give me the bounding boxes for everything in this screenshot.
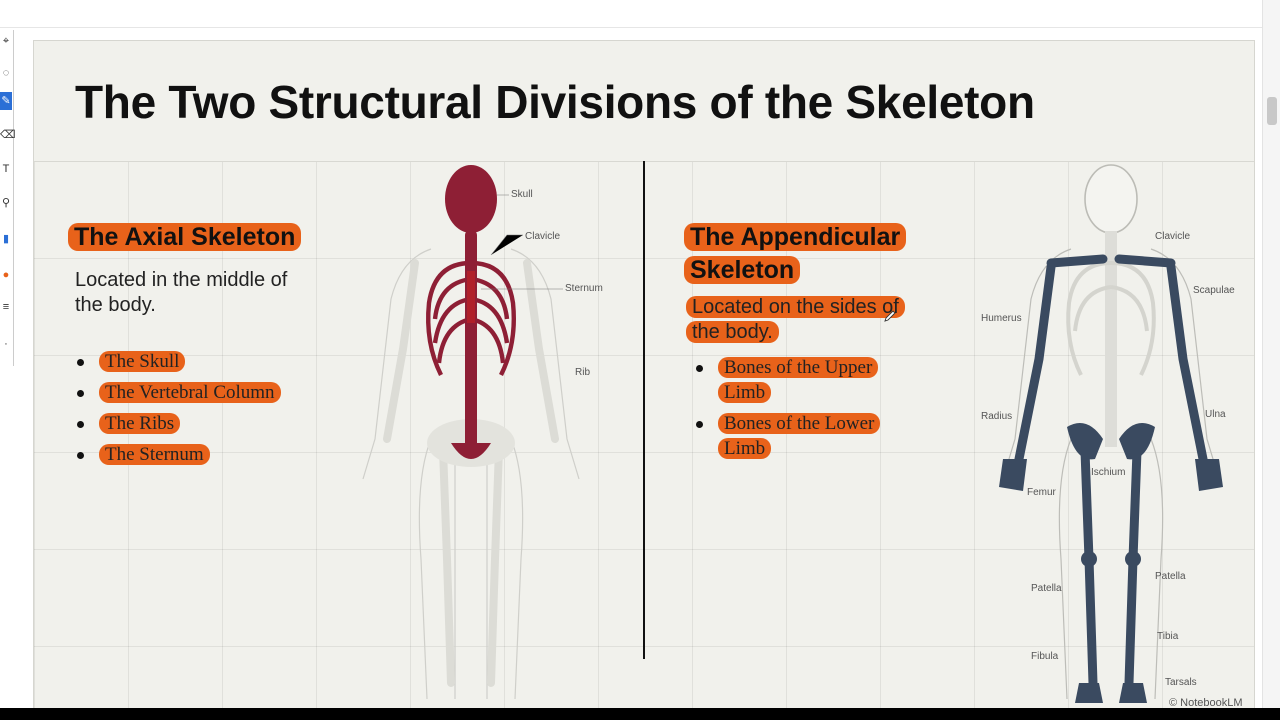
label-clavicle: Clavicle bbox=[1155, 231, 1190, 242]
label-humerus: Humerus bbox=[981, 313, 1022, 324]
list-item: Bones of the Lower Limb bbox=[694, 411, 914, 461]
axial-list: The Skull The Vertebral Column The Ribs … bbox=[75, 349, 335, 473]
watermark: © NotebookLM bbox=[1169, 697, 1243, 709]
label-patella-left: Patella bbox=[1031, 583, 1062, 594]
list-item: The Ribs bbox=[75, 411, 335, 436]
scrollbar-thumb[interactable] bbox=[1267, 97, 1277, 125]
eraser-tool-icon[interactable]: ⌫ bbox=[0, 129, 16, 141]
label-tibia: Tibia bbox=[1157, 631, 1179, 642]
stamp-tool-icon[interactable]: ⚲ bbox=[1, 197, 11, 209]
label-sternum: Sternum bbox=[565, 283, 603, 294]
color-swatch-icon[interactable]: ● bbox=[2, 269, 10, 281]
highlighter-tool-icon[interactable]: ▮ bbox=[2, 233, 10, 245]
slide: The Two Structural Divisions of the Skel… bbox=[33, 40, 1255, 710]
appendicular-description: Located on the sides of the body. bbox=[686, 295, 926, 345]
label-scapulae: Scapulae bbox=[1193, 285, 1235, 296]
axial-description: Located in the middle of the body. bbox=[75, 269, 288, 316]
appendicular-skeleton-illustration: Clavicle Scapulae Humerus Radius Ulna Is… bbox=[981, 164, 1235, 703]
vertical-scrollbar[interactable] bbox=[1262, 0, 1280, 708]
label-tarsals: Tarsals bbox=[1165, 677, 1197, 688]
appendicular-list: Bones of the Upper Limb Bones of the Low… bbox=[694, 355, 914, 467]
label-rib: Rib bbox=[575, 367, 590, 378]
label-ischium: Ischium bbox=[1091, 467, 1125, 478]
list-item: The Vertebral Column bbox=[75, 380, 335, 405]
list-item: The Sternum bbox=[75, 442, 335, 467]
more-icon[interactable]: · bbox=[4, 338, 8, 350]
label-radius: Radius bbox=[981, 411, 1012, 422]
rib-cage bbox=[426, 260, 516, 376]
appendicular-heading: The Appendicular Skeleton bbox=[684, 221, 954, 287]
browser-top-bar bbox=[0, 0, 1280, 28]
list-item: Bones of the Upper Limb bbox=[694, 355, 914, 405]
list-item: The Skull bbox=[75, 349, 335, 374]
center-divider bbox=[643, 161, 645, 659]
shape-tool-icon[interactable]: ◌ bbox=[2, 67, 10, 79]
label-fibula: Fibula bbox=[1031, 651, 1059, 662]
label-skull: Skull bbox=[511, 189, 533, 200]
label-clavicle: Clavicle bbox=[525, 231, 560, 242]
pen-tool-icon[interactable]: ✎ bbox=[0, 92, 12, 110]
axial-heading: The Axial Skeleton bbox=[68, 221, 328, 254]
text-tool-icon[interactable]: T bbox=[2, 163, 10, 175]
select-tool-icon[interactable]: ⌖ bbox=[2, 35, 10, 47]
annotation-toolbar: ⌖ ◌ ✎ ⌫ T ⚲ ▮ ● ≡ · bbox=[0, 30, 16, 366]
bottom-bar bbox=[0, 708, 1280, 720]
sternum-bone bbox=[467, 271, 475, 323]
pen-cursor-icon bbox=[884, 310, 896, 322]
slide-title: The Two Structural Divisions of the Skel… bbox=[75, 76, 1035, 128]
label-femur: Femur bbox=[1027, 487, 1057, 498]
menu-icon[interactable]: ≡ bbox=[2, 301, 10, 313]
axial-skeleton-illustration: Skull Clavicle Sternum Rib bbox=[362, 165, 603, 700]
label-ulna: Ulna bbox=[1205, 409, 1226, 420]
label-patella-right: Patella bbox=[1155, 571, 1186, 582]
skull-bone bbox=[445, 165, 497, 233]
